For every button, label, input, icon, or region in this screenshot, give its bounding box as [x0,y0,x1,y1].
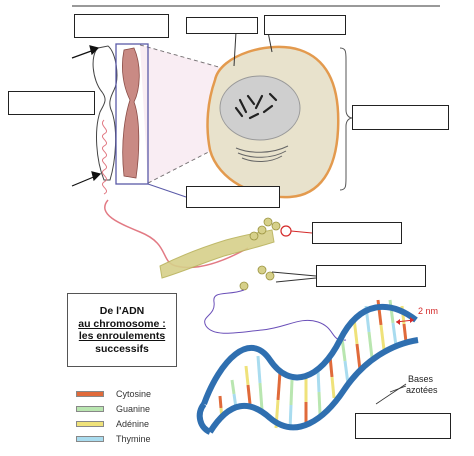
legend-item-thymine: Thymine [76,433,196,445]
legend-label-cytosine: Cytosine [116,389,152,399]
base-pair-rungs [218,299,408,431]
base-pair-half [367,331,374,359]
golgi-apparatus [235,145,289,162]
base-pair-half [256,355,262,384]
base-pair-half [289,379,294,406]
double-helix [196,299,419,435]
diagram-title-box: De l'ADN au chromosome : les enroulement… [67,293,177,367]
chromatin-fiber [104,199,249,269]
helix-tail [196,402,212,435]
cell [206,45,340,199]
chromatid [122,47,140,179]
zoom-circle [280,225,292,237]
bases-pointer-lines [375,383,407,405]
base-pair-half [355,343,362,371]
pointer-arrows [71,45,102,187]
label-box-beads[interactable] [316,265,426,287]
base-pair-half [379,324,386,351]
solenoid [159,229,275,279]
label-box-right-cell[interactable] [352,105,449,130]
legend-item-guanine: Guanine [76,403,196,415]
base-pair-half [258,382,264,411]
base-pair-half [340,337,347,362]
legend-label-guanine: Guanine [116,404,151,414]
label-box-chromatid[interactable] [186,186,280,208]
chromosome-whole [92,45,118,181]
nucleosome-beads [239,217,281,291]
bases-label-line1: Bases [408,374,434,384]
title-line-2: au chromosome : [78,317,166,330]
connector-chromatid [147,183,187,198]
base-pair-half [230,379,236,395]
label-box-left[interactable] [8,91,95,115]
chromosomes-in-nucleus [234,92,278,120]
connector-beads-1 [271,271,317,277]
base-pair-half [391,322,398,347]
label-box-top-left[interactable] [74,14,169,38]
label-box-top-right[interactable] [264,15,346,35]
label-box-top-middle[interactable] [186,17,258,34]
zoom-projection-area [140,45,222,183]
connector-beads-2 [275,277,317,283]
legend-label-adenine: Adénine [116,419,150,429]
base-pair-half [316,369,321,393]
legend-swatch-thymine [76,436,104,442]
base-pair-half [218,395,223,409]
title-line-3: les enroulements [78,330,166,342]
base-pair-half [244,365,250,386]
base-pair-half [402,323,408,343]
connector-cell [267,31,273,53]
label-box-dna[interactable] [355,413,451,439]
legend-swatch-guanine [76,406,104,412]
base-pair-half [276,371,282,401]
chromatin-loops [102,119,108,195]
connector-nucleosome [290,230,313,234]
base-pair-half [388,299,395,324]
legend-swatch-adenine [76,421,104,427]
bases-label-line2: azotées [406,385,438,395]
connector-nucleus [233,31,237,67]
base-pair-half [317,391,322,415]
chromatid-highlight-frame [115,43,149,185]
legend-swatch-cytosine [76,391,104,397]
title-line-4: successifs [95,342,149,355]
base-pair-half [246,384,252,405]
scale-indicator [395,317,415,325]
cell-brace [339,47,353,191]
base-pair-half [330,376,336,399]
legend-item-adenine: Adénine [76,418,196,430]
dna-thread [204,289,347,341]
label-box-nucleosome[interactable] [312,222,402,244]
helix-backbone-2 [207,337,419,434]
legend-item-cytosine: Cytosine [76,388,196,400]
legend-label-thymine: Thymine [116,434,151,444]
helix-backbone-1 [201,304,418,406]
nucleus [219,75,301,141]
title-line-1: De l'ADN [99,305,145,317]
scale-label: 2 nm [418,306,438,316]
base-pair-half [376,299,383,326]
